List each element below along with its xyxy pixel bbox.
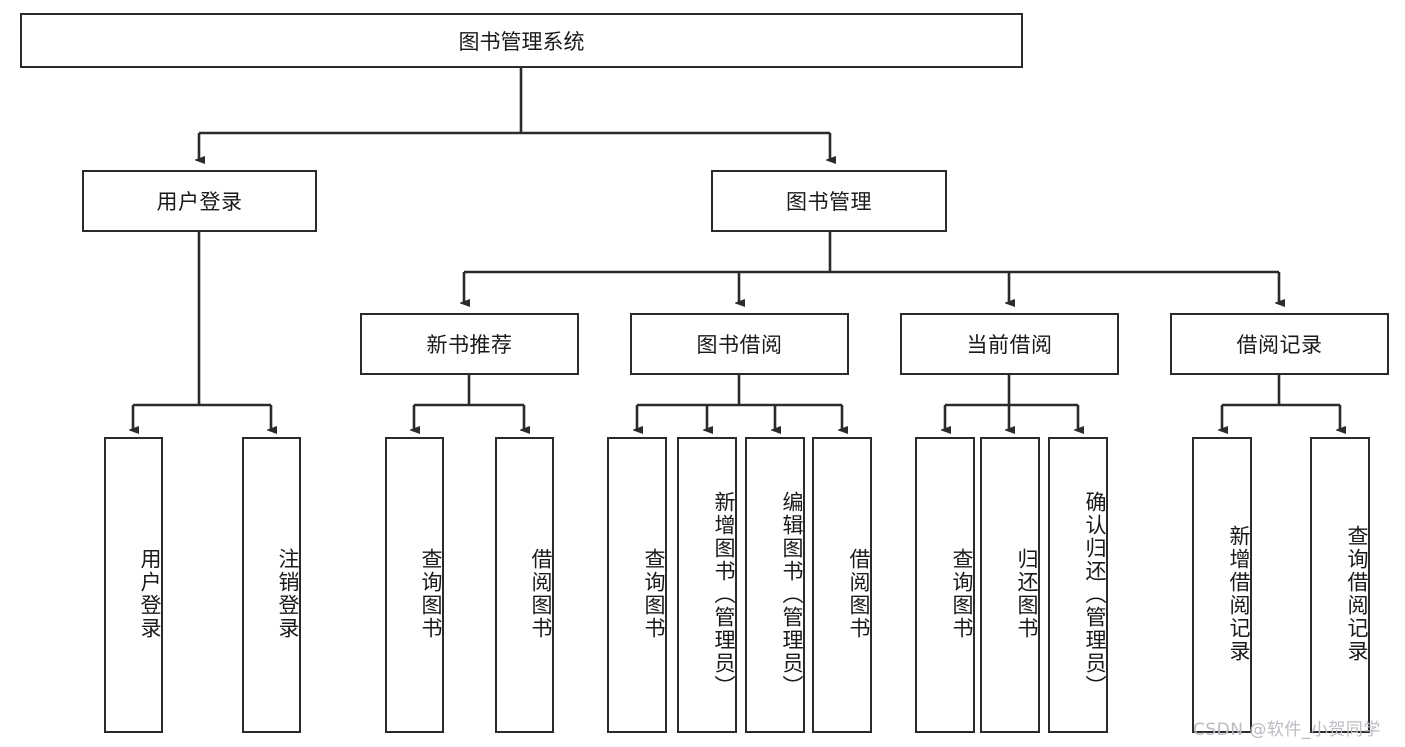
- node-label: 图书借阅: [696, 333, 783, 357]
- leaf-current-confirm-return-admin[interactable]: 确认归还（管理员）: [1048, 437, 1108, 733]
- node-label: 用户登录: [156, 190, 243, 214]
- leaf-label: 新增图书（管理员）: [712, 490, 736, 698]
- leaf-label: 新增借阅记录: [1227, 525, 1251, 663]
- leaf-current-query-book[interactable]: 查询图书: [915, 437, 975, 733]
- leaf-label: 查询借阅记录: [1345, 525, 1369, 663]
- leaf-borrow-add-book-admin[interactable]: 新增图书（管理员）: [677, 437, 737, 733]
- node-user-login[interactable]: 用户登录: [82, 170, 317, 232]
- leaf-label: 注销登录: [276, 548, 300, 640]
- node-label: 图书管理: [786, 190, 872, 214]
- node-root-system[interactable]: 图书管理系统: [20, 13, 1023, 68]
- leaf-current-return-book[interactable]: 归还图书: [980, 437, 1040, 733]
- node-label: 图书管理系统: [458, 29, 585, 54]
- leaf-record-query-record[interactable]: 查询借阅记录: [1310, 437, 1370, 733]
- leaf-borrow-edit-book-admin[interactable]: 编辑图书（管理员）: [745, 437, 805, 733]
- leaf-label: 借阅图书: [847, 548, 871, 640]
- node-book-management[interactable]: 图书管理: [711, 170, 947, 232]
- leaf-label: 查询图书: [950, 548, 974, 640]
- leaf-label: 编辑图书（管理员）: [780, 490, 804, 698]
- csdn-watermark: CSDN @软件_小贺同学: [1193, 720, 1381, 740]
- leaf-new-book-query[interactable]: 查询图书: [385, 437, 444, 733]
- leaf-record-add-record[interactable]: 新增借阅记录: [1192, 437, 1252, 733]
- node-label: 新书推荐: [426, 333, 513, 357]
- leaf-label: 借阅图书: [529, 548, 553, 640]
- leaf-label: 查询图书: [419, 548, 443, 640]
- leaf-borrow-query-book[interactable]: 查询图书: [607, 437, 667, 733]
- leaf-label: 归还图书: [1015, 548, 1039, 640]
- node-borrow-record[interactable]: 借阅记录: [1170, 313, 1389, 375]
- node-label: 当前借阅: [966, 333, 1053, 357]
- leaf-label: 确认归还（管理员）: [1083, 490, 1107, 698]
- leaf-user-login-logout[interactable]: 注销登录: [242, 437, 301, 733]
- node-book-borrow[interactable]: 图书借阅: [630, 313, 849, 375]
- leaf-label: 用户登录: [138, 548, 162, 640]
- node-new-book-recommend[interactable]: 新书推荐: [360, 313, 579, 375]
- node-label: 借阅记录: [1236, 333, 1323, 357]
- leaf-user-login-login[interactable]: 用户登录: [104, 437, 163, 733]
- leaf-new-book-borrow[interactable]: 借阅图书: [495, 437, 554, 733]
- leaf-borrow-borrow-book[interactable]: 借阅图书: [812, 437, 872, 733]
- node-current-borrow[interactable]: 当前借阅: [900, 313, 1119, 375]
- leaf-label: 查询图书: [642, 548, 666, 640]
